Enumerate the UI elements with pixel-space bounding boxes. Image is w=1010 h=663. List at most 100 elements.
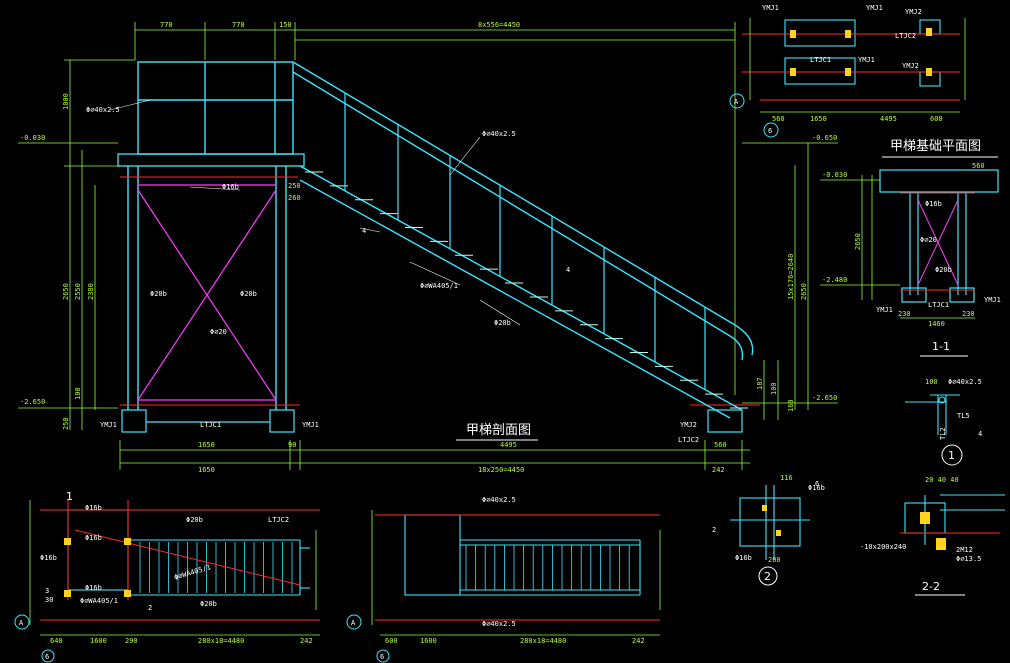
fp-dim-1460: 1460 (928, 320, 945, 328)
elev-bottom-right: -2.650 (812, 394, 837, 402)
dim-bottom-242: 242 (712, 466, 725, 474)
blp-red-lines (40, 500, 320, 621)
foundation-plan-title: 甲梯基础平面图 (890, 139, 981, 154)
blp-axis-6: 6 (45, 653, 49, 661)
handrail-posts (344, 92, 706, 390)
platform-deck (117, 153, 305, 167)
blp-dims (29, 500, 320, 636)
elev-top-left: -0.030 (20, 134, 45, 142)
tp-ymj1-b: YMJ1 (866, 4, 883, 12)
blp-16b-c: Φ16b (85, 584, 102, 592)
label-col-20b-left: Φ20b (150, 290, 167, 298)
label-rail-pipe-b: Φ∅40x2.5 (482, 130, 516, 138)
d1-tl2: TL2 (939, 427, 947, 440)
section-1-1-title: 1-1 (932, 340, 950, 353)
fp-dims (820, 175, 975, 319)
blp-tread2: Φ∅WA405/1 (80, 597, 118, 605)
dim-bottom-90: 90 (288, 441, 296, 449)
top-plan-view: 1650 4495 560 600 YMJ1 YMJ1 YMJ1 YMJ2 YM… (729, 4, 966, 138)
detail-2-view: 116 200 Φ16b Φ16b 6 2 2 (712, 474, 825, 586)
tp-ymj1-c: YMJ1 (858, 56, 875, 64)
fp-red-lines (900, 192, 975, 291)
d2-label-16b-b: Φ16b (808, 484, 825, 492)
s22-pipe: Φ∅13.5 (956, 555, 981, 563)
fp-label-20b: Φ20b (935, 266, 952, 274)
section-2-2-title: 2-2 (922, 580, 940, 593)
detail-1-view: Φ∅40x2.5 100 TL5 TL2 4 1 (905, 378, 982, 466)
dim-left-250: 250 (62, 417, 70, 430)
d2-num2: 2 (712, 526, 716, 534)
dim-left-2650: 2650 (62, 283, 70, 300)
tp-axis-6-bubble (763, 122, 779, 138)
dim-top-span: 8x556=4450 (478, 21, 520, 29)
dim-left-2550: 2550 (74, 283, 82, 300)
dim-top-770b: 770 (232, 21, 245, 29)
label-brace-20: Φ∅20 (210, 328, 227, 336)
d1-dim-100: 100 (925, 378, 938, 386)
dim-left-1000: 1000 (62, 93, 70, 110)
dim-left-100: 100 (74, 387, 82, 400)
blp-tread: Φ∅WA405/1 (173, 563, 212, 582)
blp-dim-640: 640 (50, 637, 63, 645)
label-stringer: Φ20b (494, 319, 511, 327)
tp-dim-560: 560 (772, 115, 785, 123)
dim-right-187: 187 (756, 377, 764, 390)
elev-top-right: -0.650 (812, 134, 837, 142)
brp-axis-a-bubble (346, 614, 362, 630)
brp-axis-6-bubble (376, 649, 390, 663)
d2-dim-116: 116 (780, 474, 793, 482)
fp-elev-bottom: -2.480 (822, 276, 847, 284)
fp-dim-2650: 2650 (854, 233, 862, 250)
d2-num6: 6 (815, 480, 819, 488)
top-plan-dims (749, 18, 966, 113)
label-beam-16b: Φ16b (222, 183, 239, 191)
bottom-left-plan-view: 1600 290 280x18=4480 242 640 Φ16b Φ16b Φ… (14, 490, 320, 663)
detail-2-title: 2 (764, 570, 771, 583)
brp-dim-600: 600 (385, 637, 398, 645)
fp-label-ymj1b: YMJ1 (984, 296, 1001, 304)
blp-dim-242: 242 (300, 637, 313, 645)
blp-treads (139, 542, 293, 593)
dim-bottom-1650: 1650 (198, 441, 215, 449)
bottom-right-plan-view: 1600 280x18=4480 242 600 Φ∅40x2.5 Φ∅40x2… (346, 496, 661, 663)
leader-lines (109, 99, 521, 326)
tp-dim-600: 600 (930, 115, 943, 123)
blp-16b-b: Φ16b (85, 534, 102, 542)
fp-top-beam (879, 169, 999, 193)
section-2-2-anchors (920, 512, 946, 550)
cross-bracing (137, 184, 277, 401)
s22-dim: 20 40 40 (925, 476, 959, 484)
dim-bottom-18: 18x250=4450 (478, 466, 524, 474)
blp-20b-a: Φ20b (186, 516, 203, 524)
tp-dim-1650: 1650 (810, 115, 827, 123)
fp-label-16b: Φ16b (925, 200, 942, 208)
fp-bracing (917, 199, 959, 286)
blp-20b-b: Φ20b (200, 600, 217, 608)
tp-ltjc1: LTJC1 (810, 56, 831, 64)
s22-plate: -10x200x240 (860, 543, 906, 551)
platform-railing (137, 61, 294, 155)
s22-bolt: 2M12 (956, 546, 973, 554)
blp-axis-a: A (19, 619, 24, 627)
label-ymj1-right: YMJ1 (302, 421, 319, 429)
label-ltjc1: LTJC1 (200, 421, 221, 429)
detail-2-anchors (762, 505, 781, 536)
label-col-20b-right: Φ20b (240, 290, 257, 298)
detail-1-title: 1 (948, 449, 955, 462)
blp-16b-a: Φ16b (85, 504, 102, 512)
label-rail-pipe-a: Φ∅40x2.5 (86, 106, 120, 114)
top-plan-anchors (790, 28, 932, 76)
platform-columns (127, 166, 287, 410)
brp-dim-1600: 1600 (420, 637, 437, 645)
label-ymj2: YMJ2 (680, 421, 697, 429)
top-plan-outline (784, 19, 941, 87)
foundation-plan-view: 甲梯基础平面图 -0.030 -2.480 2650 14 (820, 139, 1001, 357)
fp-columns (901, 192, 975, 303)
label-num-4a: 4 (362, 227, 366, 235)
dim-bottom-560: 560 (714, 441, 727, 449)
blp-dim-290: 290 (125, 637, 138, 645)
dim-top-150: 150 (279, 21, 292, 29)
dim-bottom-4495: 4495 (500, 441, 517, 449)
blp-dim-1600: 1600 (90, 637, 107, 645)
